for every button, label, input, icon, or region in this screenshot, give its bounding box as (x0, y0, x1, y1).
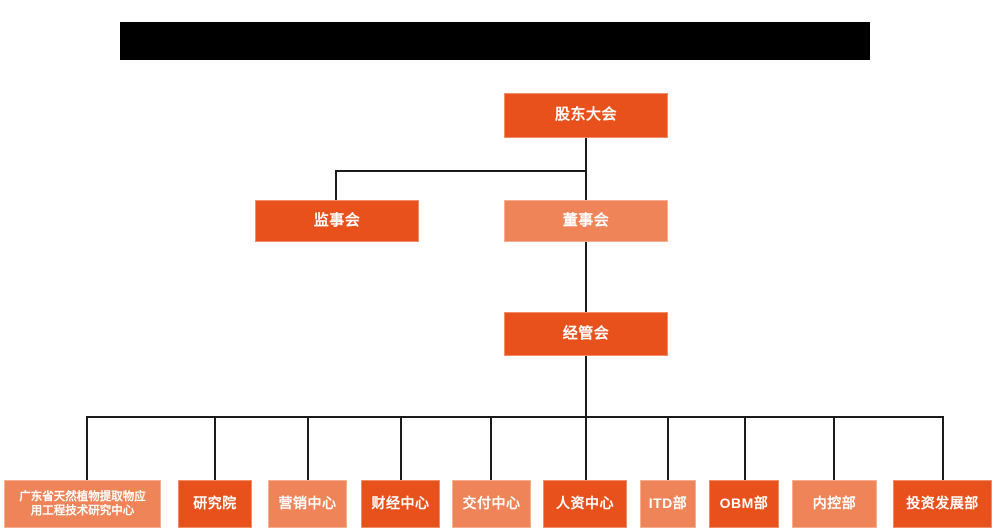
org-node-dept-8-label: OBM部 (719, 495, 769, 512)
redacted-title-banner (120, 22, 870, 60)
org-node-dept-3[interactable]: 营销中心 (268, 480, 347, 528)
org-node-dept-2-label: 研究院 (193, 495, 237, 512)
org-node-dept-7[interactable]: ITD部 (640, 480, 696, 528)
connector-shareholders-bus (335, 170, 586, 172)
org-node-dept-1-label: 广东省天然植物提取物应 用工程技术研究中心 (19, 490, 146, 517)
connector-drop-dept-7 (667, 416, 669, 480)
connector-drop-dept-6 (585, 416, 587, 480)
org-node-dept-9[interactable]: 内控部 (792, 480, 877, 528)
connector-drop-dept-3 (307, 416, 309, 480)
org-node-dept-7-label: ITD部 (648, 495, 688, 512)
org-node-dept-5[interactable]: 交付中心 (452, 480, 531, 528)
org-node-dept-10[interactable]: 投资发展部 (893, 480, 992, 528)
org-node-dept-2[interactable]: 研究院 (178, 480, 252, 528)
org-node-dept-5-label: 交付中心 (462, 495, 521, 512)
org-node-supervisors-label: 监事会 (313, 211, 361, 229)
connector-drop-dept-2 (214, 416, 216, 480)
org-node-supervisors[interactable]: 监事会 (255, 200, 419, 242)
org-node-management[interactable]: 经管会 (504, 312, 668, 356)
connector-drop-dept-4 (400, 416, 402, 480)
org-node-dept-1[interactable]: 广东省天然植物提取物应 用工程技术研究中心 (4, 480, 161, 528)
org-node-directors[interactable]: 董事会 (504, 200, 668, 242)
connector-shareholders-stem (585, 138, 587, 171)
org-node-dept-10-label: 投资发展部 (906, 495, 979, 512)
connector-directors-drop (585, 170, 587, 201)
connector-department-bus (86, 416, 944, 418)
org-node-directors-label: 董事会 (562, 211, 610, 229)
org-node-shareholders-label: 股东大会 (554, 106, 617, 124)
connector-supervisors-drop (335, 170, 337, 201)
org-node-dept-8[interactable]: OBM部 (709, 480, 779, 528)
connector-drop-dept-9 (833, 416, 835, 480)
org-node-dept-4[interactable]: 财经中心 (361, 480, 440, 528)
connector-drop-dept-10 (942, 416, 944, 480)
org-node-shareholders[interactable]: 股东大会 (504, 93, 668, 138)
connector-drop-dept-1 (86, 416, 88, 480)
connector-directors-to-management (585, 242, 587, 312)
connector-management-stem (585, 356, 587, 417)
org-node-dept-6[interactable]: 人资中心 (543, 480, 627, 528)
org-node-dept-4-label: 财经中心 (371, 495, 430, 512)
org-node-dept-3-label: 营销中心 (278, 495, 337, 512)
connector-drop-dept-5 (490, 416, 492, 480)
connector-drop-dept-8 (744, 416, 746, 480)
org-node-management-label: 经管会 (562, 324, 610, 342)
org-node-dept-6-label: 人资中心 (556, 495, 614, 512)
org-node-dept-9-label: 内控部 (812, 495, 857, 512)
